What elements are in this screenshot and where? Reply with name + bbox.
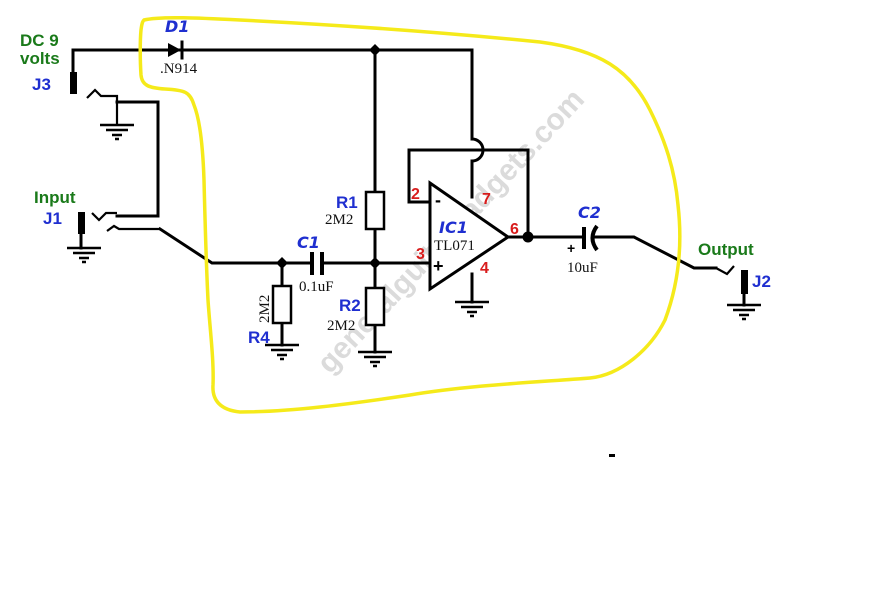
c1-value: 0.1uF [299,279,334,295]
pin-7: 7 [482,191,491,208]
r4-designator: R4 [248,328,270,347]
pin-2: 2 [411,186,420,203]
ic1-value: TL071 [434,238,475,254]
resistor-r4: 2M2 R4 [248,284,293,347]
jack-j3-tip [70,72,77,94]
j1-designator: J1 [43,209,62,228]
ground-icon [67,246,101,264]
pin-3: 3 [416,246,425,263]
capacitor-c1: C1 0.1uF [297,233,334,295]
r1-designator: R1 [336,193,358,212]
jack-j1-tip [78,212,85,234]
ic1-designator: IC1 [439,218,468,237]
wire-feedback [407,148,530,239]
jack-j2: Output J2 [698,240,771,307]
wire-j3-to-j1 [115,100,160,218]
jack-j1: Input J1 [34,188,85,250]
highlight-outline [138,15,682,414]
j2-designator: J2 [752,272,771,291]
opamp-ic1: - + IC1 TL071 2 3 4 6 7 [411,180,519,292]
ground-icon [455,300,489,318]
r4-value: 2M2 [257,295,273,323]
resistor-r2: R2 2M2 [327,286,386,334]
opamp-inverting-sign: - [435,190,441,210]
c1-designator: C1 [297,233,320,252]
capacitor-c2: + C2 10uF [567,203,601,276]
opamp-icon [428,180,511,292]
jack-j3: DC 9 volts J3 [20,31,77,94]
j3-title-line2: volts [20,49,60,68]
pin-4: 4 [480,260,489,277]
ground-icon [358,350,392,368]
ground-icon [727,303,761,321]
wire-j1-tip [106,224,160,232]
wire-supply-rail [71,48,474,141]
d1-value: .N914 [160,61,198,77]
wire-j1-switch [91,211,117,222]
r1-value: 2M2 [325,212,353,228]
opamp-noninverting-sign: + [433,256,444,276]
stray-mark [609,454,615,457]
d1-designator: D1 [165,17,189,36]
r2-value: 2M2 [327,318,355,334]
wire-c2-to-j2 [594,235,718,270]
r2-designator: R2 [339,296,361,315]
diode-icon [168,43,181,57]
j3-title-line1: DC 9 [20,31,59,50]
junction-supply [369,44,381,56]
j1-title: Input [34,188,76,207]
diode-d1: D1 .N914 [160,17,198,77]
wire-j2-tip [715,265,735,276]
jack-j2-tip [741,270,748,294]
resistor-r1: R1 2M2 [325,190,386,231]
wire-j3-switch [86,88,119,125]
c2-polarity: + [567,240,575,256]
wire-input-signal [157,226,313,265]
junction-bias [369,257,381,269]
j2-title: Output [698,240,754,259]
pin-6: 6 [510,221,519,238]
resistor-icon [364,190,386,231]
resistor-icon [364,286,386,327]
ground-icon [100,123,134,141]
ground-symbols [67,123,761,368]
c2-value: 10uF [567,260,598,276]
junctions [276,44,534,269]
ground-icon [265,343,299,361]
resistor-icon [271,284,293,325]
j3-designator: J3 [32,75,51,94]
c2-designator: C2 [578,203,601,222]
junction-output [522,231,534,243]
wires [71,48,735,354]
junction-r4 [276,257,288,269]
